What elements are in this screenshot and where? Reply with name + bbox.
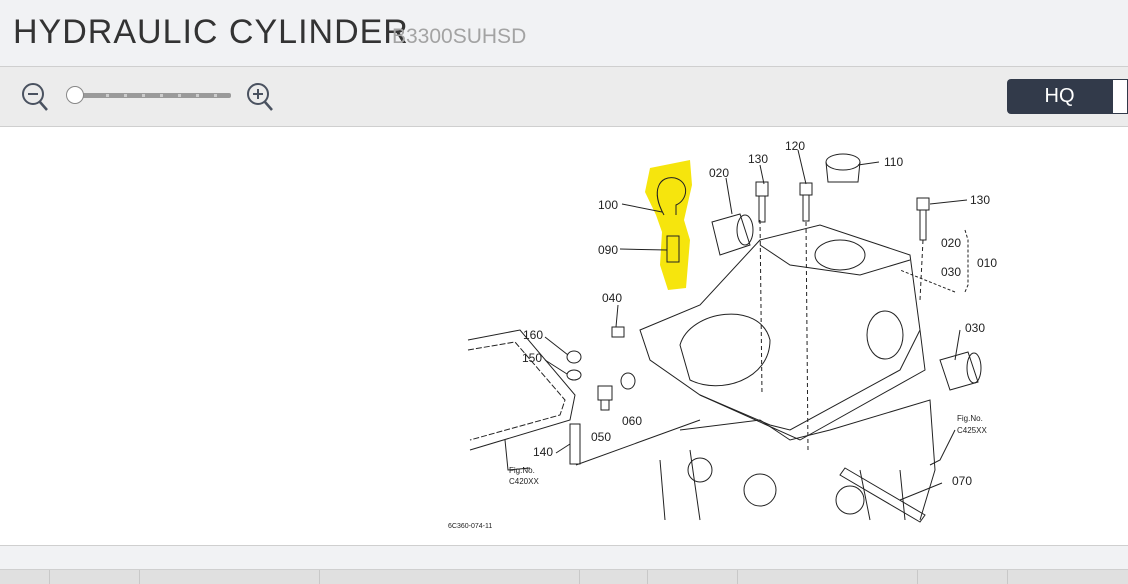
lq-toggle-button[interactable] bbox=[1112, 79, 1128, 114]
zoom-slider-thumb[interactable] bbox=[66, 86, 84, 104]
callout-110[interactable]: 110 bbox=[884, 155, 903, 169]
callout-030-group[interactable]: 030 bbox=[941, 265, 961, 279]
callout-040[interactable]: 040 bbox=[602, 291, 622, 305]
callout-130-right[interactable]: 130 bbox=[970, 193, 990, 207]
drawing-code: 6C360-074-11 bbox=[448, 523, 492, 530]
zoom-in-icon[interactable] bbox=[244, 81, 276, 113]
bottom-cell[interactable] bbox=[580, 570, 648, 584]
callout-030[interactable]: 030 bbox=[965, 321, 985, 335]
page-title: HYDRAULIC CYLINDER bbox=[13, 13, 409, 51]
bottom-cell[interactable] bbox=[648, 570, 738, 584]
callout-020[interactable]: 020 bbox=[709, 166, 729, 180]
fig-ref-left-label: Fig.No. bbox=[509, 466, 535, 475]
callout-020-group[interactable]: 020 bbox=[941, 236, 961, 250]
callout-140[interactable]: 140 bbox=[533, 445, 553, 459]
callout-100[interactable]: 100 bbox=[598, 198, 618, 212]
bottom-cell[interactable] bbox=[918, 570, 1008, 584]
callout-010[interactable]: 010 bbox=[977, 256, 997, 270]
callout-120[interactable]: 120 bbox=[785, 139, 805, 153]
parts-diagram[interactable]: 130 120 110 020 100 130 090 020 010 030 … bbox=[0, 127, 1128, 545]
bottom-cell[interactable] bbox=[140, 570, 320, 584]
zoom-slider[interactable] bbox=[66, 86, 231, 106]
fig-ref-left-code[interactable]: C420XX bbox=[509, 477, 539, 486]
footer-bar bbox=[0, 545, 1128, 570]
callout-130[interactable]: 130 bbox=[748, 152, 768, 166]
bottom-cell[interactable] bbox=[1008, 570, 1128, 584]
callout-070[interactable]: 070 bbox=[952, 474, 972, 488]
callout-060[interactable]: 060 bbox=[622, 414, 642, 428]
bottom-cell[interactable] bbox=[738, 570, 918, 584]
page-header: HYDRAULIC CYLINDER B3300SUHSD bbox=[0, 0, 1128, 67]
callout-050[interactable]: 050 bbox=[591, 430, 611, 444]
highlighted-part-100-090 bbox=[645, 160, 692, 290]
bottom-cell[interactable] bbox=[320, 570, 580, 584]
callout-150[interactable]: 150 bbox=[522, 351, 542, 365]
bottom-cell[interactable] bbox=[50, 570, 140, 584]
fig-ref-right-label: Fig.No. bbox=[957, 414, 983, 423]
bottom-cell[interactable] bbox=[0, 570, 50, 584]
model-number: B3300SUHSD bbox=[392, 25, 527, 48]
fig-ref-right-code[interactable]: C425XX bbox=[957, 426, 987, 435]
callout-160[interactable]: 160 bbox=[523, 328, 543, 342]
zoom-out-icon[interactable] bbox=[19, 81, 51, 113]
hq-toggle-button[interactable]: HQ bbox=[1007, 79, 1112, 114]
callout-090[interactable]: 090 bbox=[598, 243, 618, 257]
bottom-tab-strip bbox=[0, 569, 1128, 584]
